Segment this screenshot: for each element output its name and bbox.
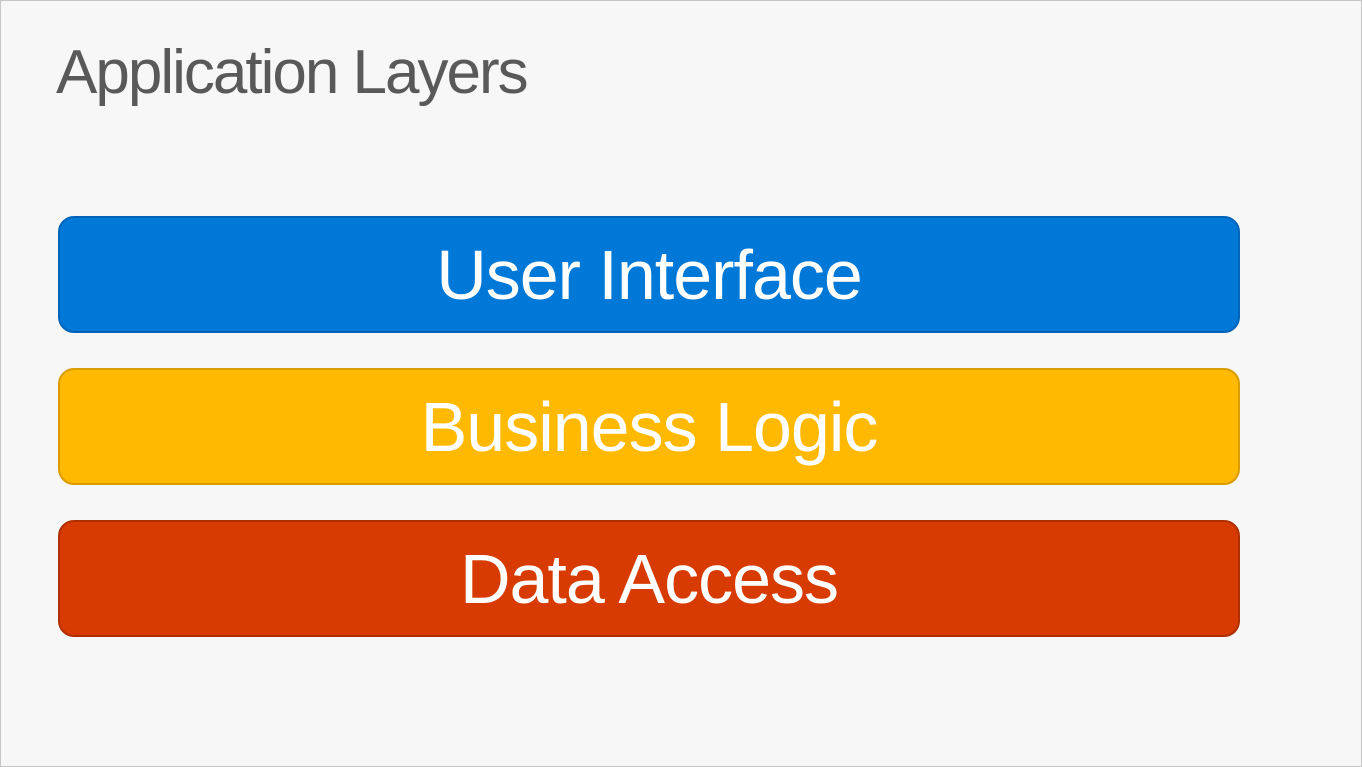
layer-bar: Business Logic [58,368,1240,485]
layer-bar: User Interface [58,216,1240,333]
layer-label: Data Access [459,539,839,618]
layer-bar: Data Access [58,520,1240,637]
layer-label: User Interface [436,235,863,314]
layers-stack: User Interface Business Logic Data Acces… [58,216,1240,637]
layer-label: Business Logic [420,387,879,466]
slide-title: Application Layers [56,38,529,107]
